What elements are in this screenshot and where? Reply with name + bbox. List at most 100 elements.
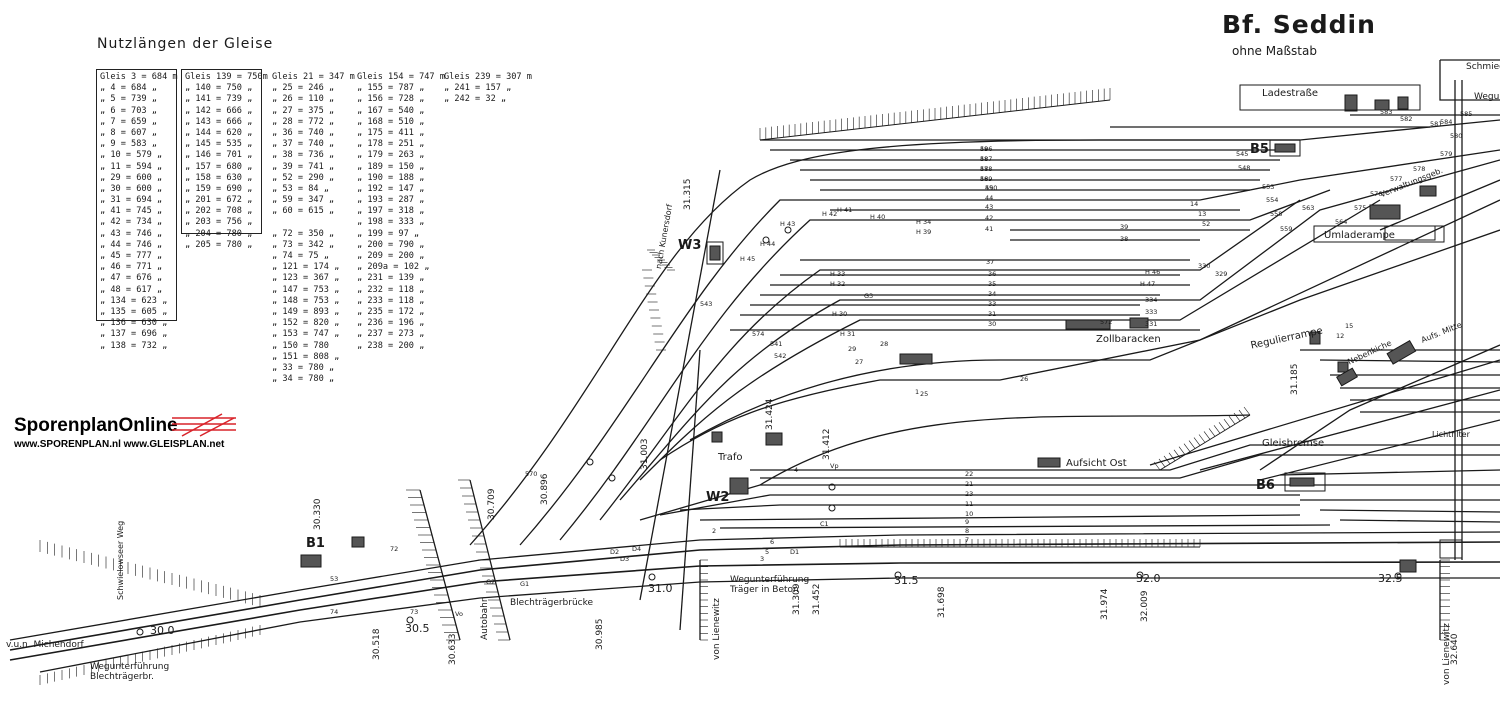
track-number: 545	[1236, 150, 1249, 158]
track-number: 5	[765, 548, 770, 556]
track-number: G3	[864, 292, 874, 300]
legend-entry: „ 147 = 753 „	[272, 284, 340, 295]
embankment-hatching	[759, 99, 1251, 548]
label-autobahn: Autobahn	[480, 596, 490, 640]
legend-entry: „ 199 = 97 „	[357, 228, 420, 239]
track-number: 53	[330, 575, 339, 583]
legend-entry: „ 242 = 32 „	[444, 94, 507, 105]
hatch-stroke	[1168, 452, 1176, 462]
legend-entry: Gleis 3 = 684 m	[100, 72, 178, 82]
hatch-stroke	[1183, 443, 1191, 452]
track-number: 23	[965, 490, 974, 498]
label-blechtraegerbruecke: Blechträgerbrücke	[510, 598, 594, 608]
stellwerk-b6: B6	[1256, 478, 1275, 493]
buildings	[300, 84, 1463, 573]
hatch-stroke	[1163, 455, 1171, 465]
track-number: 9	[965, 518, 970, 526]
sporenplan-logo[interactable]: SporenplanOnline www.SPORENPLAN.nl www.G…	[14, 415, 224, 450]
legend-entry: „ 178 = 251 „	[357, 139, 425, 150]
legend-entry: „ 34 = 780 „	[272, 374, 335, 385]
legend-entry: „ 11 = 594 „	[100, 161, 163, 172]
track-number: 44	[985, 194, 994, 202]
legend-entry: „ 52 = 290 „	[272, 172, 335, 183]
legend-column-2: Gleis 139 = 750m„ 140 = 750 „„ 141 = 739…	[185, 72, 268, 251]
hatch-stroke	[1238, 409, 1246, 419]
track-number: G2	[486, 578, 496, 586]
legend-entry: „ 149 = 893 „	[272, 306, 340, 317]
legend-entry: „ 204 = 780 „	[185, 228, 253, 239]
chainage-label: 31.698	[937, 586, 947, 619]
legend-entry: „ 10 = 579 „	[100, 150, 163, 161]
track-number: H 42	[822, 210, 838, 218]
legend-column-5: Gleis 239 = 307 m„ 241 = 157 „„ 242 = 32…	[444, 72, 532, 106]
label-wegunterfuehrung-beton: Wegunterführung Träger in Beton	[730, 575, 810, 595]
hatch-stroke	[1178, 446, 1186, 455]
legend-entry: „ 134 = 623 „	[100, 295, 168, 306]
track-number: 587	[980, 155, 993, 163]
legend-entry: „ 72 = 350 „	[272, 228, 335, 239]
legend-entry: „ 29 = 600 „	[100, 172, 163, 183]
legend-entry: „ 43 = 746 „	[100, 228, 163, 239]
track-number: 563	[1302, 204, 1315, 212]
legend-entry: „ 205 = 780 „	[185, 239, 253, 250]
stellwerk-w2: W2	[706, 490, 730, 505]
label-von-michendorf: v.u.n. Michendorf	[6, 640, 84, 650]
stellwerk-b5: B5	[1250, 142, 1269, 157]
legend-entry: „ 241 = 157 „	[444, 83, 512, 94]
track-number: H 30	[832, 310, 848, 318]
chainage-label: 31.974	[1100, 588, 1110, 621]
chainage-label: 32.640	[1450, 633, 1460, 666]
chainage-label: 30.896	[540, 473, 550, 506]
legend-column-3: Gleis 21 = 347 m„ 25 = 246 „„ 26 = 110 „…	[272, 72, 355, 385]
track-number: 72	[390, 545, 399, 553]
legend-column-1: Gleis 3 = 684 m„ 4 = 684 „„ 5 = 739 „„ 6…	[100, 72, 178, 352]
legend-entry: „ 37 = 740 „	[272, 139, 335, 150]
hatch-stroke	[1208, 428, 1216, 437]
track-number: 10	[965, 510, 974, 518]
legend-entry: „ 27 = 375 „	[272, 105, 335, 116]
track-number: Vp	[830, 462, 839, 470]
track-number: 329	[1215, 270, 1228, 278]
chainage-label: 31.424	[765, 398, 775, 431]
legend-entry: „ 140 = 750 „	[185, 83, 253, 94]
legend-entry: „ 39 = 741 „	[272, 161, 335, 172]
track-number: 558	[1270, 210, 1283, 218]
track-number: 46	[980, 175, 989, 183]
km-32-5: 32.5	[1378, 572, 1403, 585]
chainage-label: 30.518	[372, 628, 382, 661]
legend-entry: „ 202 = 708 „	[185, 206, 253, 217]
track-number: H 34	[916, 218, 932, 226]
legend-entry: „ 175 = 411 „	[357, 127, 425, 138]
legend-entry: „ 198 = 333 „	[357, 217, 425, 228]
track-number: 575	[1354, 204, 1367, 212]
track-number: 45	[985, 184, 994, 192]
track-number: 581	[1430, 120, 1443, 128]
track-number: H 44	[760, 240, 776, 248]
track-number: 578	[1413, 165, 1426, 173]
legend-entry: „ 236 = 196 „	[357, 318, 425, 329]
hatch-stroke	[1243, 406, 1251, 416]
legend-entry: „ 155 = 787 „	[357, 83, 425, 94]
track-number: 21	[965, 480, 974, 488]
legend-entry: „ 190 = 188 „	[357, 172, 425, 183]
track-number: 36	[988, 270, 997, 278]
legend-entry: „ 150 = 780	[272, 340, 329, 351]
hatch-stroke	[1173, 449, 1181, 458]
legend-entry: „ 38 = 736 „	[272, 150, 335, 161]
legend-entry: „ 167 = 540 „	[357, 105, 425, 116]
km-32-0: 32.0	[1136, 572, 1161, 585]
track-number: 553	[1262, 183, 1275, 191]
label-lichtfilter: Lichtfilter	[1432, 430, 1470, 439]
legend-entry: „ 42 = 734 „	[100, 217, 163, 228]
track-number: H 47	[1140, 280, 1156, 288]
track-number: 577	[1390, 175, 1403, 183]
legend-entry: „ 157 = 680 „	[185, 161, 253, 172]
legend-entry: „ 73 = 342 „	[272, 239, 335, 250]
track-number: 590	[985, 184, 998, 192]
legend-entry: „ 123 = 367 „	[272, 273, 340, 284]
legend-entry: „ 137 = 696 „	[100, 329, 168, 340]
track-number: 548	[1238, 164, 1251, 172]
label-wegunterfuehrung-blech: Wegunterführung Blechträgerbr.	[90, 662, 170, 682]
hatch-stroke	[1228, 415, 1236, 425]
legend-entry: Gleis 139 = 750m	[185, 72, 268, 82]
